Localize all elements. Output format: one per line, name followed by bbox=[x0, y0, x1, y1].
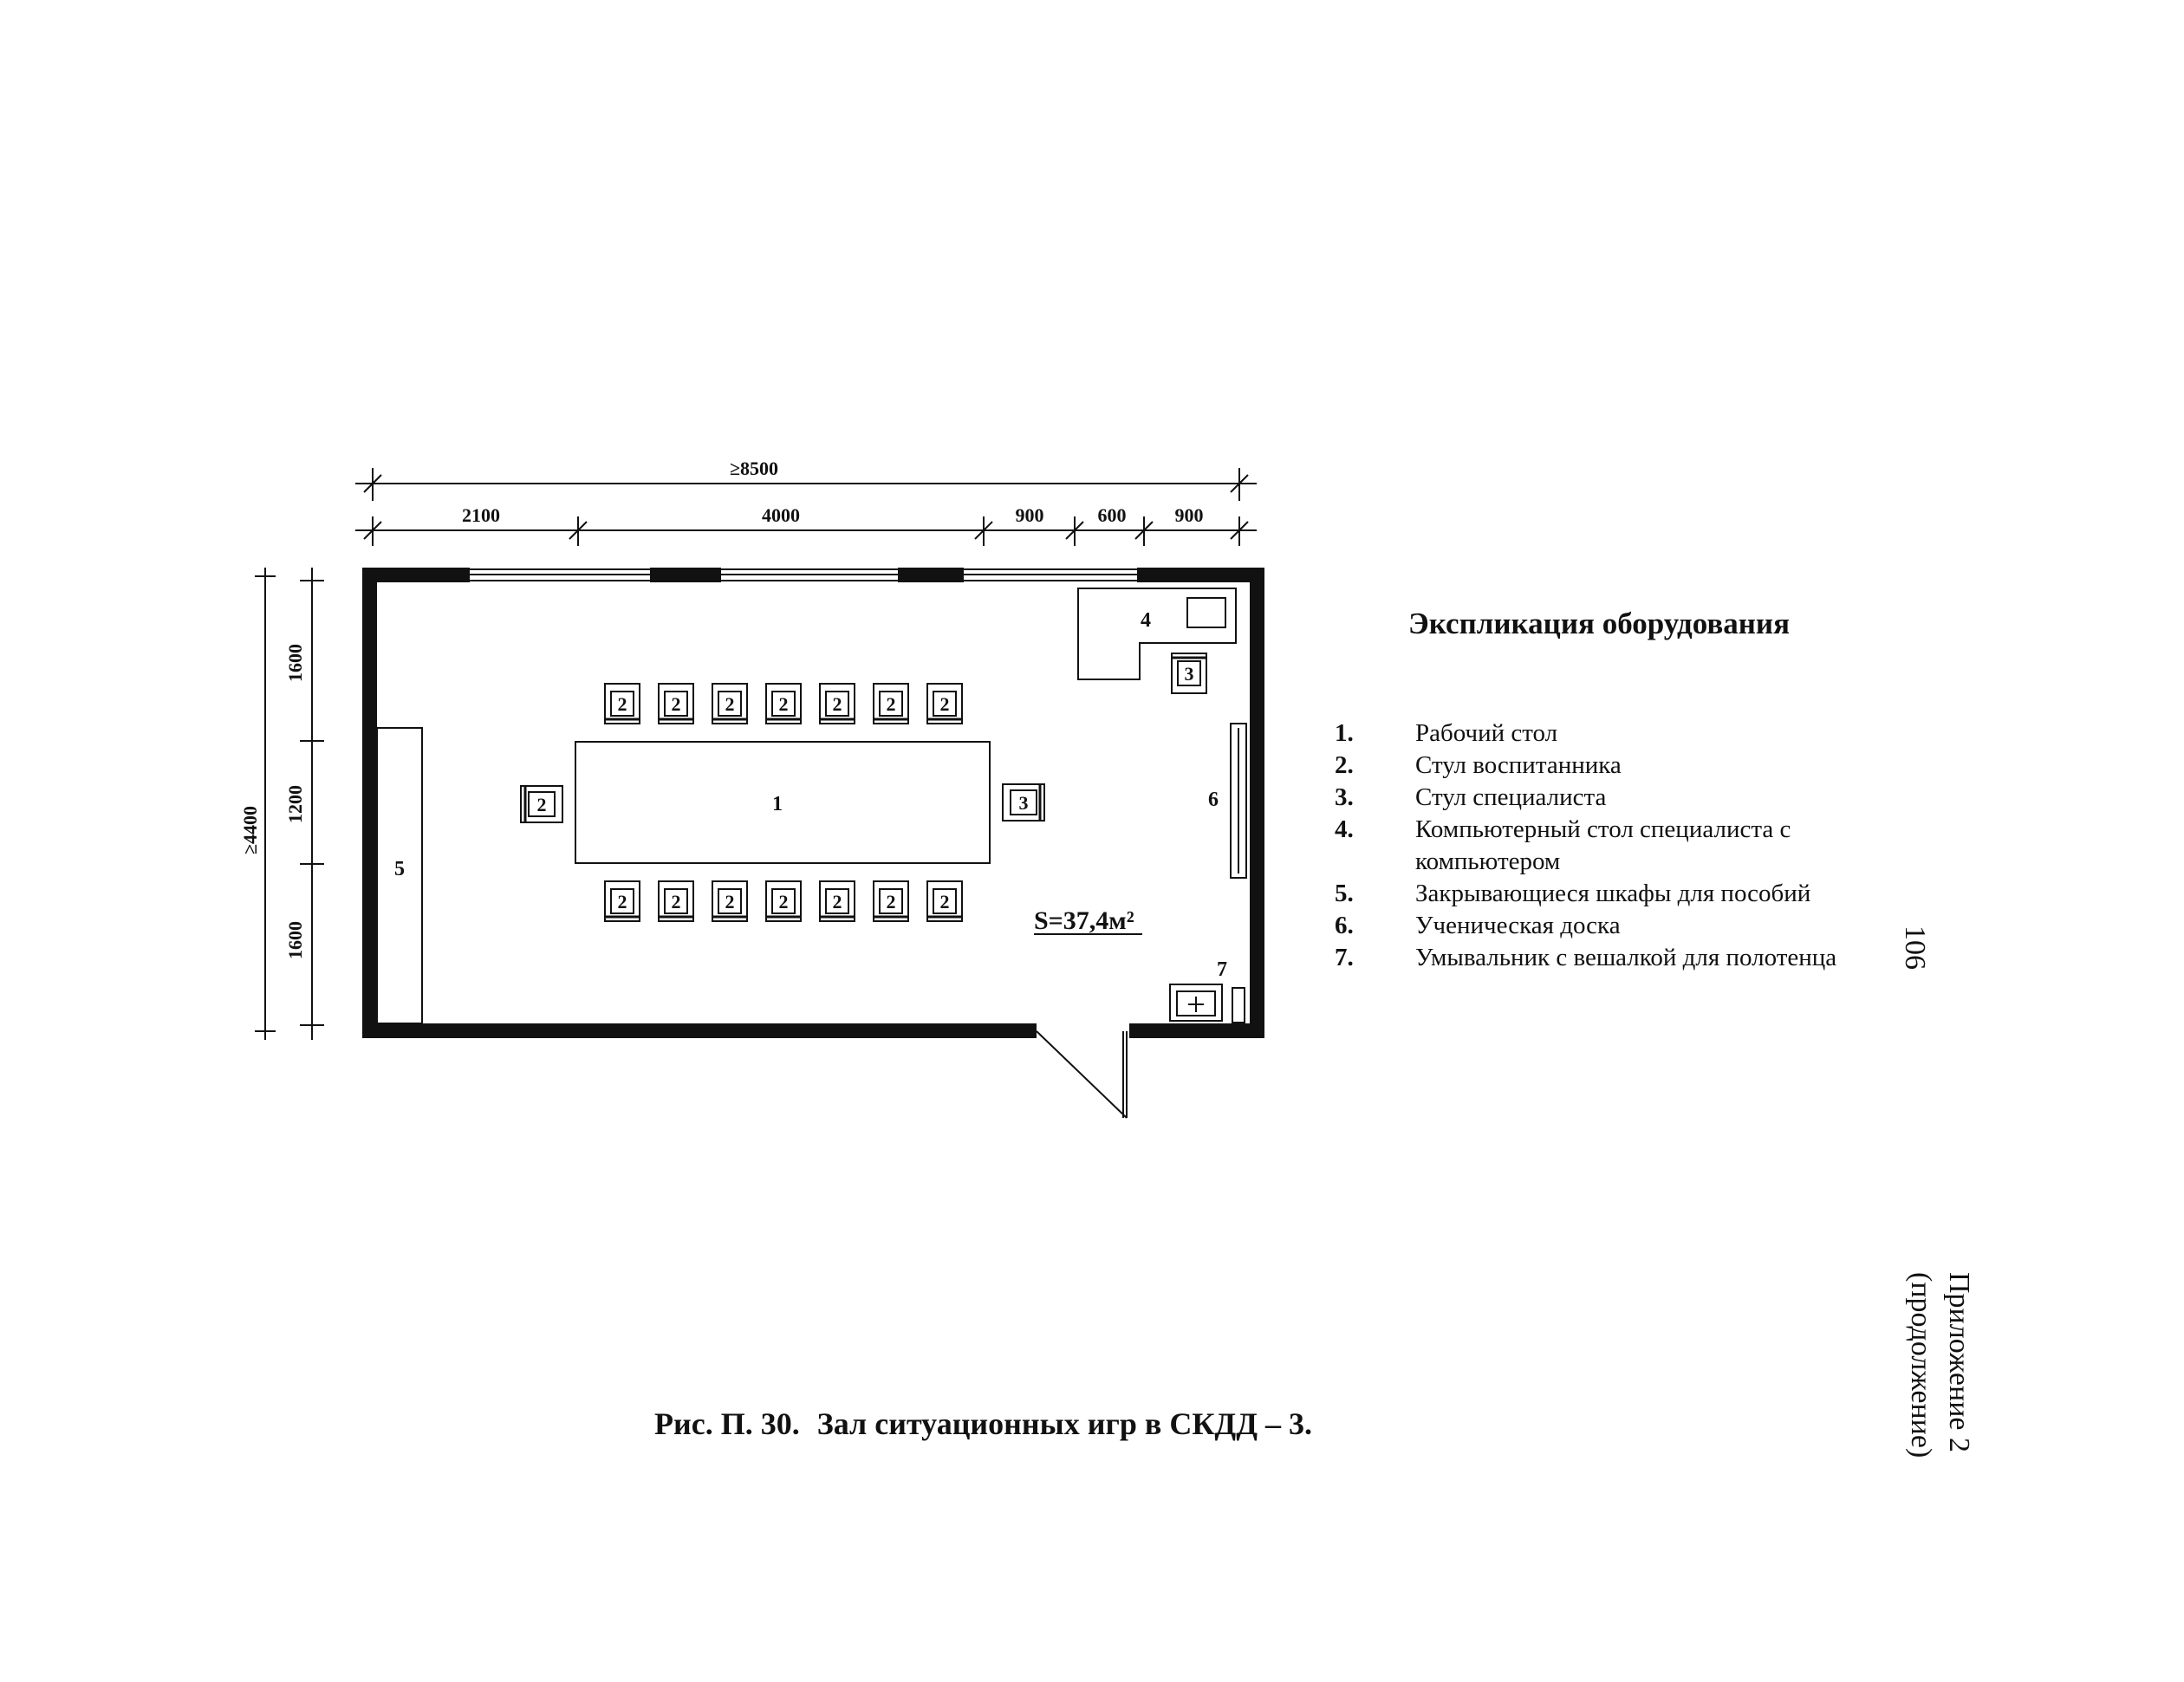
work-table bbox=[575, 741, 991, 864]
chair-pupil: 2 bbox=[657, 682, 695, 725]
svg-text:2: 2 bbox=[618, 891, 627, 912]
chair-pupil: 2 bbox=[711, 880, 749, 923]
dimension-total-depth-label: ≥4400 bbox=[239, 806, 261, 854]
label-sink: 7 bbox=[1217, 958, 1227, 981]
room-walls bbox=[362, 568, 1264, 1038]
svg-text:2: 2 bbox=[672, 693, 681, 715]
door bbox=[1036, 1030, 1128, 1119]
chair-pupil: 2 bbox=[603, 880, 641, 923]
chairs-top-row: 2 2 2 2 2 2 2 bbox=[603, 682, 964, 725]
chair-pupil: 2 bbox=[818, 880, 856, 923]
svg-text:2: 2 bbox=[887, 693, 896, 715]
chair-pupil-end: 2 bbox=[520, 785, 563, 823]
legend-item: 3.Стул специалиста bbox=[1335, 783, 1607, 811]
dimension-total-depth bbox=[255, 568, 276, 1040]
dimension-segments-left bbox=[300, 568, 324, 1040]
figure-caption: Рис. П. 30. Зал ситуационных игр в СКДД –… bbox=[654, 1406, 1312, 1442]
dimension-segment-2: 4000 bbox=[762, 504, 800, 526]
dimension-segment-5: 900 bbox=[1175, 504, 1204, 526]
cabinets bbox=[376, 727, 423, 1024]
dimension-total-width bbox=[355, 468, 1257, 501]
chair-pupil: 2 bbox=[603, 682, 641, 725]
svg-text:2: 2 bbox=[725, 693, 735, 715]
figure-title: Зал ситуационных игр в СКДД – 3. bbox=[816, 1406, 1312, 1441]
svg-text:2: 2 bbox=[887, 891, 896, 912]
legend-item: 2.Стул воспитанника bbox=[1335, 751, 1622, 779]
chair-specialist-table: 3 bbox=[1002, 783, 1045, 822]
svg-text:2: 2 bbox=[833, 891, 842, 912]
dimension-segment-3: 900 bbox=[1016, 504, 1044, 526]
appendix-label: Приложение 2 (продолжение) bbox=[1901, 1272, 1978, 1458]
svg-text:2: 2 bbox=[537, 794, 547, 815]
chairs-bottom-row: 2 2 2 2 2 2 2 bbox=[603, 880, 964, 923]
svg-text:2: 2 bbox=[672, 891, 681, 912]
chair-pupil: 2 bbox=[711, 682, 749, 725]
appendix-line-2: (продолжение) bbox=[1905, 1272, 1937, 1458]
dimension-total-width-label: ≥8500 bbox=[730, 458, 778, 479]
legend-list: 1.Рабочий стол 2.Стул воспитанника 3.Сту… bbox=[1335, 718, 1959, 974]
legend-item: 7.Умывальник с вешалкой для полотенца bbox=[1335, 944, 1837, 971]
computer-monitor bbox=[1186, 597, 1226, 628]
page-number: 106 bbox=[1899, 925, 1931, 970]
svg-text:3: 3 bbox=[1185, 663, 1194, 685]
svg-text:2: 2 bbox=[779, 891, 789, 912]
windows bbox=[470, 568, 1137, 581]
legend-title: Экспликация оборудования bbox=[1408, 607, 1791, 640]
label-computer-desk: 4 bbox=[1141, 609, 1151, 632]
chair-pupil: 2 bbox=[926, 880, 964, 923]
figure-number: Рис. П. 30. bbox=[654, 1406, 800, 1441]
label-work-table: 1 bbox=[772, 793, 783, 815]
svg-text:2: 2 bbox=[725, 891, 735, 912]
chair-pupil: 2 bbox=[926, 682, 964, 725]
board bbox=[1230, 723, 1247, 879]
dimension-segments-top bbox=[355, 516, 1257, 546]
svg-text:2: 2 bbox=[940, 891, 950, 912]
dimension-left-segment-2: 1200 bbox=[284, 785, 306, 823]
svg-text:2: 2 bbox=[618, 693, 627, 715]
legend-item: 5.Закрывающиеся шкафы для пособий bbox=[1335, 880, 1811, 907]
chair-pupil: 2 bbox=[872, 682, 910, 725]
dimension-left-segment-3: 1600 bbox=[284, 921, 306, 959]
svg-text:2: 2 bbox=[940, 693, 950, 715]
chair-pupil: 2 bbox=[818, 682, 856, 725]
chair-pupil: 2 bbox=[764, 682, 803, 725]
chair-pupil: 2 bbox=[764, 880, 803, 923]
sink bbox=[1169, 984, 1245, 1023]
legend-item: 1.Рабочий стол bbox=[1335, 719, 1558, 747]
label-board: 6 bbox=[1208, 789, 1219, 811]
chair-pupil: 2 bbox=[657, 880, 695, 923]
legend-item: 4.Компьютерный стол специалиста с компью… bbox=[1335, 815, 1791, 875]
room-area: S=37,4м² bbox=[1034, 906, 1134, 935]
svg-text:2: 2 bbox=[833, 693, 842, 715]
chair-pupil: 2 bbox=[872, 880, 910, 923]
appendix-line-1: Приложение 2 bbox=[1943, 1272, 1975, 1452]
dimension-segment-1: 2100 bbox=[462, 504, 500, 526]
chair-specialist-desk: 3 bbox=[1170, 652, 1208, 695]
legend-item: 6.Ученическая доска bbox=[1335, 912, 1621, 939]
label-cabinets: 5 bbox=[394, 858, 405, 880]
dimension-left-segment-1: 1600 bbox=[284, 644, 306, 682]
svg-text:3: 3 bbox=[1019, 792, 1029, 814]
dimension-segment-4: 600 bbox=[1098, 504, 1127, 526]
svg-text:2: 2 bbox=[779, 693, 789, 715]
